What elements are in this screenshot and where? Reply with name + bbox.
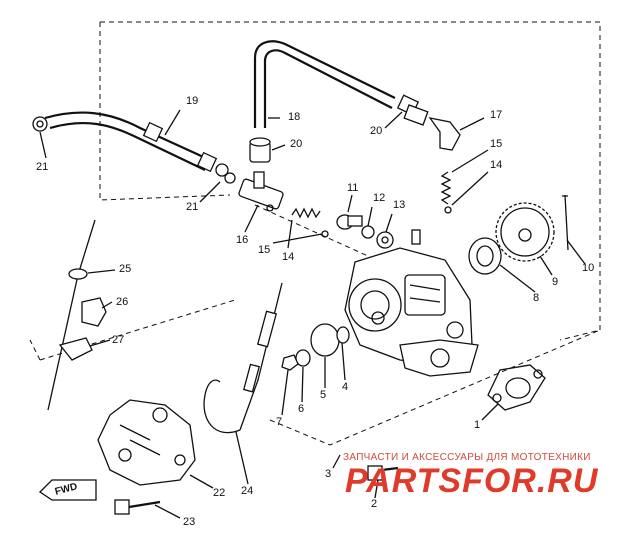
plate-5: [310, 323, 340, 357]
label-13: 13: [393, 199, 406, 211]
label-4: 4: [342, 381, 349, 393]
bolt-2: [367, 465, 399, 481]
label-21-mid: 21: [186, 201, 199, 213]
assembly-outline: [99, 22, 231, 201]
clamp-26: [81, 297, 107, 327]
label-19: 19: [186, 95, 199, 107]
label-23: 23: [183, 516, 196, 528]
watermark-logo: PARTSFOR.RU: [345, 462, 599, 500]
bolt-23: [114, 499, 161, 515]
clip-21-left: [32, 116, 48, 132]
washer-13: [376, 231, 394, 249]
label-18: 18: [288, 111, 301, 123]
cap-20: [249, 137, 271, 163]
label-22: 22: [213, 487, 226, 499]
label-5: 5: [320, 389, 327, 401]
label-3: 3: [325, 468, 332, 480]
cable-24: [203, 282, 283, 434]
label-14-left: 14: [282, 251, 295, 263]
label-20-right: 20: [370, 125, 383, 137]
cable-25: [47, 219, 96, 411]
label-16: 16: [236, 234, 249, 246]
elbow-17: [403, 104, 461, 151]
pump-housing: [344, 229, 479, 377]
screw-11: [336, 214, 363, 230]
label-11: 11: [347, 182, 359, 194]
label-14-right: 14: [490, 159, 503, 171]
label-24: 24: [241, 485, 254, 497]
label-15-left: 15: [258, 244, 271, 256]
label-9: 9: [552, 276, 559, 288]
clip-21-mid: [215, 163, 236, 184]
cover-22: [97, 399, 196, 486]
oring-4: [336, 326, 350, 344]
leader-lines: [39, 109, 586, 519]
spring-15-right: [440, 171, 452, 205]
fitting-16: [238, 171, 284, 212]
hose-19: [44, 111, 218, 173]
label-21-left: 21: [36, 161, 49, 173]
label-10: 10: [582, 262, 595, 274]
label-1: 1: [474, 419, 481, 431]
gear-9: [495, 202, 555, 262]
fwd-arrow-icon: [38, 479, 97, 501]
label-26: 26: [116, 296, 129, 308]
pipe-18: [253, 40, 420, 128]
label-27: 27: [112, 334, 125, 346]
nut-7: [281, 354, 299, 371]
gasket-1: [487, 364, 546, 411]
label-15-right: 15: [490, 138, 503, 150]
ball-14-right: [444, 206, 452, 214]
label-6: 6: [298, 403, 305, 415]
label-8: 8: [533, 292, 540, 304]
watermark-tagline: ЗАПЧАСТИ И АКСЕССУАРЫ ДЛЯ МОТОТЕХНИКИ: [343, 452, 591, 463]
pin-10: [562, 194, 569, 251]
bearing-8: [468, 237, 502, 275]
label-7: 7: [276, 416, 283, 428]
label-17: 17: [490, 109, 503, 121]
label-2: 2: [371, 498, 378, 510]
label-20-top: 20: [290, 138, 303, 150]
label-25: 25: [119, 263, 132, 275]
spring-15-left: [291, 207, 329, 238]
clamp-27: [58, 337, 93, 361]
label-12: 12: [373, 192, 386, 204]
washer-12: [361, 225, 375, 239]
